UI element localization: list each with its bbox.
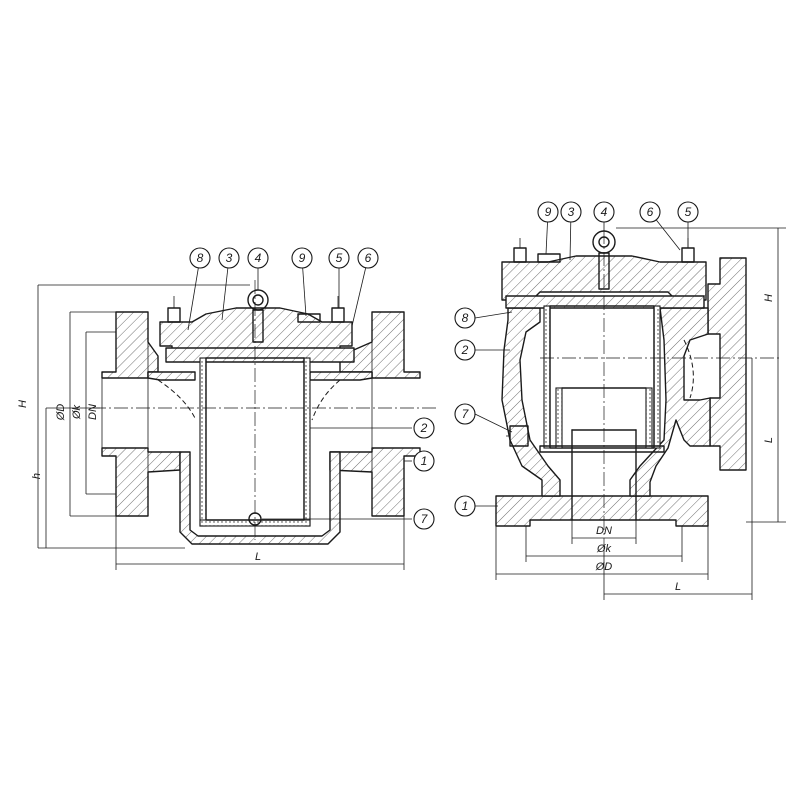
right-callouts: 9 3 4 6 5 8 2 7 1 xyxy=(454,201,699,517)
right-callout-7: 7 xyxy=(462,407,470,421)
left-view: H h ØD Øk DN L 8 3 4 9 5 xyxy=(17,247,438,570)
left-callout-6: 6 xyxy=(365,251,372,265)
right-callout-5: 5 xyxy=(685,205,692,219)
left-callout-5: 5 xyxy=(336,251,343,265)
left-cover xyxy=(159,289,355,363)
left-dim-DN: DN xyxy=(87,404,99,420)
left-callout-8: 8 xyxy=(197,251,204,265)
right-callout-4: 4 xyxy=(601,205,608,219)
left-dim-k: Øk xyxy=(71,404,83,420)
right-dimensions: H L DN Øk ØD L xyxy=(495,227,786,600)
right-dim-DN: DN xyxy=(596,525,612,537)
left-callout-7: 7 xyxy=(421,512,429,526)
left-dimensions: H h ØD Øk DN L xyxy=(17,284,405,570)
right-screen-basket xyxy=(539,305,665,453)
left-dim-D: ØD xyxy=(55,404,67,422)
left-callout-2: 2 xyxy=(420,421,428,435)
left-callouts: 8 3 4 9 5 6 2 1 7 xyxy=(187,247,435,530)
right-dim-H: H xyxy=(763,294,775,302)
left-callout-4: 4 xyxy=(255,251,262,265)
left-callout-1: 1 xyxy=(421,454,428,468)
right-callout-9: 9 xyxy=(545,205,552,219)
left-dim-H: H xyxy=(17,400,29,408)
right-callout-2: 2 xyxy=(461,343,469,357)
left-callout-3: 3 xyxy=(226,251,233,265)
left-callout-9: 9 xyxy=(299,251,306,265)
right-callout-6: 6 xyxy=(647,205,654,219)
right-callout-8: 8 xyxy=(462,311,469,325)
left-dim-L: L xyxy=(255,551,261,563)
right-callout-3: 3 xyxy=(568,205,575,219)
right-view: H L DN Øk ØD L 9 3 4 6 5 xyxy=(454,201,786,600)
left-dim-h: h xyxy=(31,473,43,479)
right-dim-L-side: L xyxy=(763,437,775,443)
right-dim-k: Øk xyxy=(596,543,612,555)
right-dim-L-bottom: L xyxy=(675,581,681,593)
right-callout-1: 1 xyxy=(462,499,469,513)
right-dim-D: ØD xyxy=(595,561,613,573)
left-body xyxy=(101,311,421,545)
